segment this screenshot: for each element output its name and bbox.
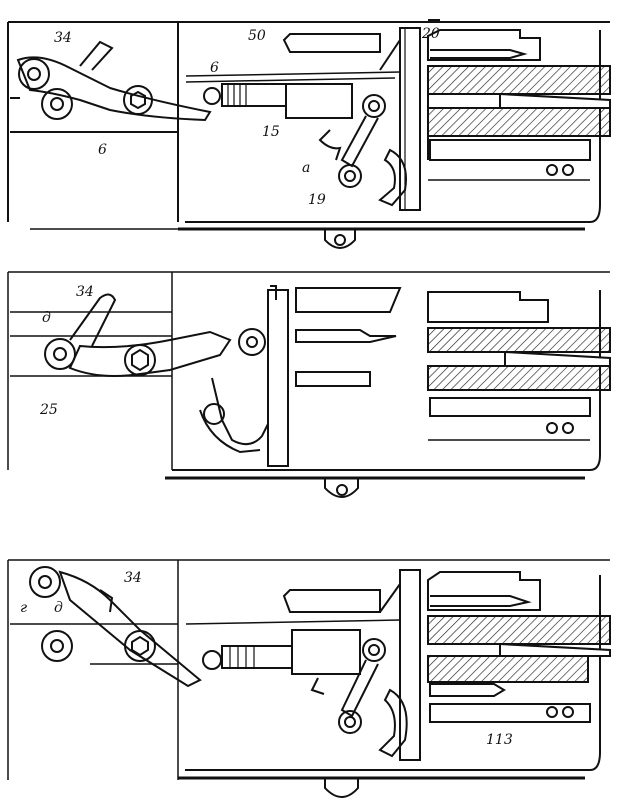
label-6-rod: 6: [210, 60, 219, 76]
label-34: 34: [124, 570, 142, 586]
label-6-lever: 6: [98, 142, 107, 158]
labels-top: 34 6 6 50 20 15 a 19: [54, 26, 440, 208]
label-34: 34: [76, 284, 94, 300]
label-113: 113: [486, 732, 513, 748]
label-20: 20: [421, 26, 440, 42]
label-19: 19: [308, 192, 326, 208]
label-a: a: [302, 160, 310, 176]
panel-bottom: [7, 559, 611, 798]
label-34: 34: [54, 30, 72, 46]
panel-middle: [7, 271, 611, 498]
label-g: г: [20, 600, 27, 616]
label-50: 50: [248, 28, 266, 44]
label-25: 25: [39, 402, 58, 418]
panel-top: [7, 19, 611, 249]
labels-bottom: 34 г д 113: [20, 570, 513, 748]
labels-middle: 34 д 25: [39, 284, 94, 418]
label-d: д: [54, 600, 63, 616]
label-15: 15: [262, 124, 280, 140]
label-d: д: [42, 310, 51, 326]
